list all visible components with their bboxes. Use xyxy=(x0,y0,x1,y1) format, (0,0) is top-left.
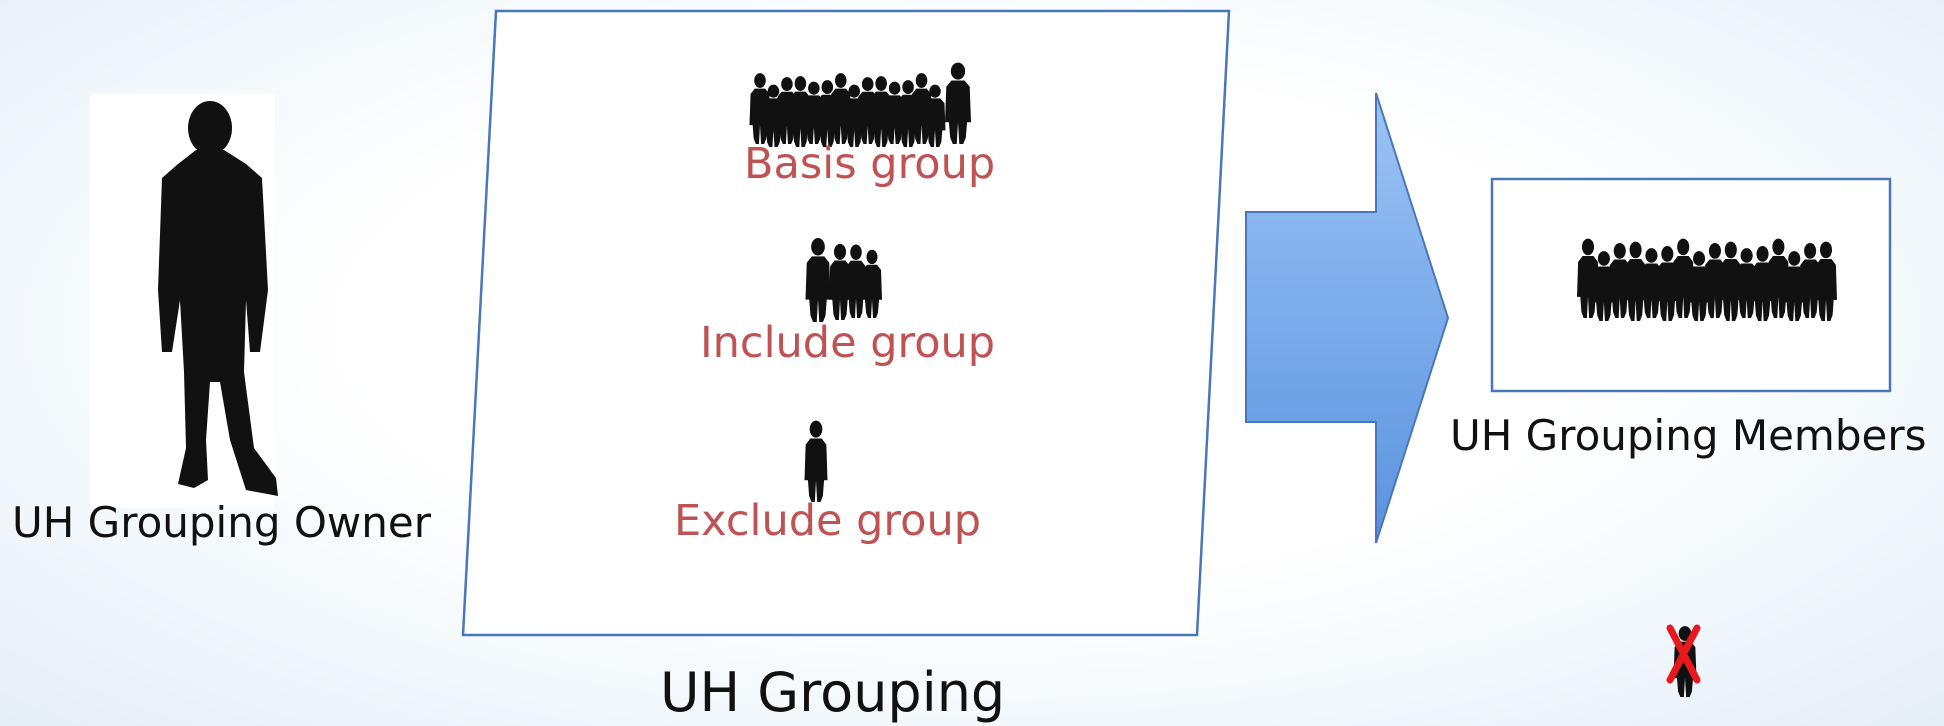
basis-group-label: Basis group xyxy=(744,139,996,189)
exclude-group-label: Exclude group xyxy=(674,496,982,546)
grouping-label: UH Grouping xyxy=(660,661,1006,724)
owner-silhouette xyxy=(90,94,278,508)
owner-label: UH Grouping Owner xyxy=(12,498,431,547)
include-group-people xyxy=(805,238,882,322)
x-mark-icon xyxy=(1666,624,1701,684)
include-group-label: Include group xyxy=(700,318,996,368)
members-label: UH Grouping Members xyxy=(1450,411,1927,460)
arrow-to-members xyxy=(1245,92,1450,544)
grouping-box xyxy=(461,9,1231,637)
